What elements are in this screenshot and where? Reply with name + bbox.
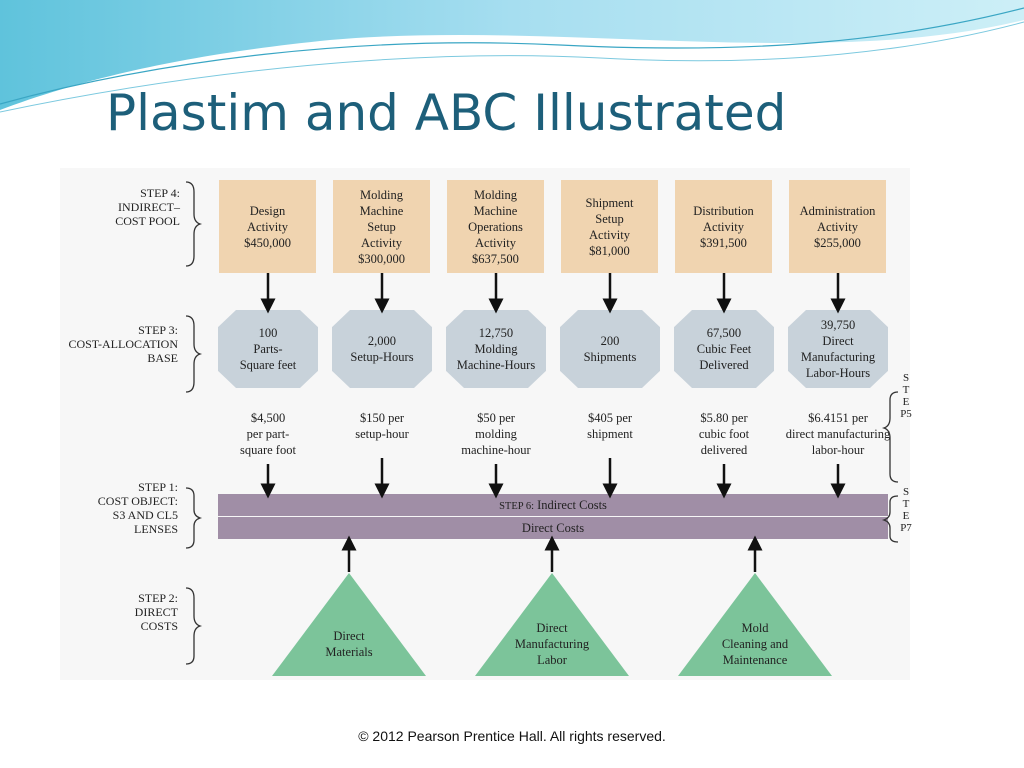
rate-distribution: $5.80 per cubic foot delivered [698,411,750,457]
cost-pool-shipment: Shipment Setup Activity $81,000 [561,180,658,273]
rate-machine: $50 per molding machine-hour [461,411,531,457]
indirect-costs-bar: STEP 6: Indirect Costs [218,494,888,516]
direct-cost-triangles [272,573,832,676]
rate-setup: $150 per setup-hour [355,411,409,441]
cost-pool-operations: Molding Machine Operations Activity $637… [447,180,544,273]
indirect-costs-label: Indirect Costs [537,498,607,512]
rate-to-bar-arrows [260,458,846,499]
rate-shipment: $405 per shipment [587,411,633,441]
allocation-base-cubic-feet: 67,500 Cubic Feet Delivered [674,310,774,388]
direct-labor-label: Direct Manufacturing Labor [514,621,590,667]
allocation-base-machine: 12,750 Molding Machine-Hours [446,310,546,388]
allocation-base-shipments: 200 Shipments [560,310,660,388]
step4-label: STEP 4: INDIRECT– COST POOL [115,186,180,228]
step3-label: STEP 3: COST-ALLOCATION BASE [68,323,178,365]
cost-pool-administration: Administration Activity $255,000 [789,180,886,273]
mold-cleaning-label: Mold Cleaning and Maintenance [721,621,789,667]
allocation-base-parts: 100 Parts- Square feet [218,310,318,388]
cost-pool-design: Design Activity $450,000 [219,180,316,273]
rate-design: $4,500 per part- square foot [240,411,296,457]
step1-label: STEP 1: COST OBJECT: S3 AND CL5 LENSES [97,480,178,536]
cost-pool-setup: Molding Machine Setup Activity $300,000 [333,180,430,273]
step2-label: STEP 2: DIRECT COSTS [134,591,178,633]
direct-costs-label: Direct Costs [521,521,585,535]
direct-cost-arrows [341,535,763,572]
cost-pool-distribution: Distribution Activity $391,500 [675,180,772,273]
step-braces [185,181,899,665]
step5-label: STEP5 [900,372,912,420]
step7-label: STEP7 [900,486,912,534]
slide-title: Plastim and ABC Illustrated [106,84,787,142]
pool-to-base-arrows [260,273,846,314]
direct-materials-label: Direct Materials [325,629,373,659]
direct-costs-bar: Direct Costs [218,517,888,539]
header-wave [0,0,1024,113]
copyright-footer: © 2012 Pearson Prentice Hall. All rights… [358,728,666,744]
step6-label: STEP 6: [499,501,534,512]
allocation-base-labor: 39,750 Direct Manufacturing Labor-Hours [788,310,888,388]
rate-administration: $6.4151 per direct manufacturing labor-h… [785,411,891,457]
allocation-base-setup: 2,000 Setup-Hours [332,310,432,388]
